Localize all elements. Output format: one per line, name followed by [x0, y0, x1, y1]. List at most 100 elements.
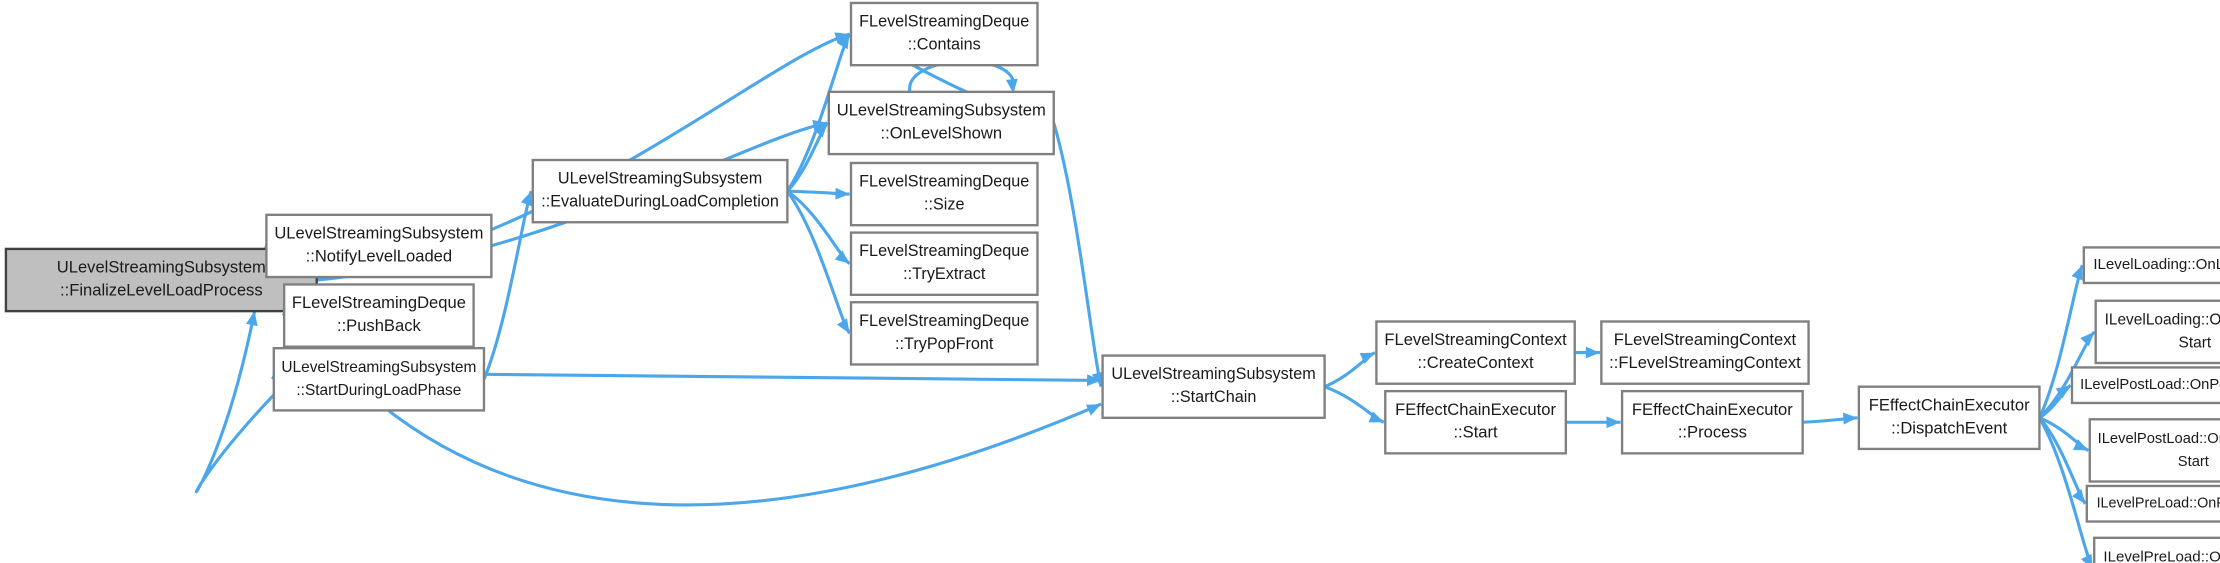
node-push-back[interactable]: FLevelStreamingDeque::PushBack	[282, 283, 475, 348]
node-box-on-loading-start[interactable]	[2094, 299, 2220, 365]
node-try-pop-front[interactable]: FLevelStreamingDeque::TryPopFront	[849, 301, 1039, 366]
edge-dispatch-event-to-on-loading-end	[2038, 264, 2084, 419]
arrow-head	[1085, 404, 1102, 416]
node-label-on-loading-end: ILevelLoading::OnLoadingEnd	[2093, 256, 2220, 273]
node-label-create-context: FLevelStreamingContext::CreateContext	[1384, 331, 1567, 373]
node-on-loading-end[interactable]: ILevelLoading::OnLoadingEnd	[2082, 246, 2220, 285]
node-on-post-load-end[interactable]: ILevelPostLoad::OnPostLoadEnd	[2070, 366, 2220, 405]
arrow-head	[2055, 385, 2071, 399]
edge-evaluate-during-load-completion-to-size	[787, 187, 850, 200]
node-label-flevelstreamingcontext-ctor: FLevelStreamingContext::FLevelStreamingC…	[1609, 331, 1801, 373]
node-box-contains[interactable]	[849, 1, 1039, 67]
node-box-finalize[interactable]	[4, 247, 318, 313]
node-label-try-pop-front: FLevelStreamingDeque::TryPopFront	[859, 312, 1029, 353]
edge-start-chain-to-create-context	[1324, 351, 1376, 389]
node-label-on-post-load-end: ILevelPostLoad::OnPostLoadEnd	[2080, 377, 2220, 393]
arrow-head	[520, 191, 533, 207]
arrow-head	[834, 250, 850, 264]
node-label-push-back: FLevelStreamingDeque::PushBack	[292, 293, 466, 335]
arrow-head	[1843, 412, 1858, 425]
edge-layer	[194, 32, 2096, 563]
node-executor-start[interactable]: FEffectChainExecutor::Start	[1384, 389, 1568, 455]
node-box-create-context[interactable]	[1375, 320, 1576, 385]
edge-dispatch-event-to-on-pre-load-end	[2038, 416, 2087, 505]
arrow-head	[1368, 411, 1384, 423]
arrow-head	[2071, 265, 2083, 281]
node-notify-level-loaded[interactable]: ULevelStreamingSubsystem::NotifyLevelLoa…	[265, 213, 493, 279]
arrow-head	[2073, 439, 2089, 451]
node-executor-process[interactable]: FEffectChainExecutor::Process	[1620, 389, 1804, 455]
node-create-context[interactable]: FLevelStreamingContext::CreateContext	[1375, 320, 1576, 385]
arrow-head	[2080, 331, 2095, 347]
node-box-on-pre-load-start[interactable]	[2093, 536, 2220, 563]
node-box-try-pop-front[interactable]	[849, 301, 1039, 366]
node-box-notify-level-loaded[interactable]	[265, 213, 493, 279]
node-dispatch-event[interactable]: FEffectChainExecutor::DispatchEvent	[1857, 385, 2041, 451]
arrow-head	[836, 318, 850, 334]
node-label-on-pre-load-end: ILevelPreLoad::OnPreLoadEnd	[2097, 496, 2220, 512]
node-finalize[interactable]: ULevelStreamingSubsystem::FinalizeLevelL…	[4, 247, 318, 313]
node-label-evaluate-during-load-completion: ULevelStreamingSubsystem::EvaluateDuring…	[541, 170, 779, 211]
node-label-start-during-load-phase: ULevelStreamingSubsystem::StartDuringLoa…	[281, 359, 476, 399]
node-box-push-back[interactable]	[282, 283, 475, 348]
node-on-pre-load-start[interactable]: ILevelPreLoad::OnPreLoadStart	[2093, 536, 2220, 563]
node-box-try-extract[interactable]	[849, 231, 1039, 297]
edge-executor-start-to-executor-process	[1565, 416, 1621, 429]
arrow-head	[1359, 352, 1375, 364]
node-start-chain[interactable]: ULevelStreamingSubsystem::StartChain	[1101, 354, 1326, 419]
edge-dispatch-event-to-on-pre-load-start	[2038, 417, 2093, 563]
edge-start-chain-to-executor-start	[1324, 385, 1385, 424]
node-box-evaluate-during-load-completion[interactable]	[531, 158, 789, 224]
node-label-notify-level-loaded: ULevelStreamingSubsystem::NotifyLevelLoa…	[274, 224, 483, 266]
node-try-extract[interactable]: FLevelStreamingDeque::TryExtract	[849, 231, 1039, 297]
edge-dispatch-event-to-on-post-load-end	[2038, 383, 2072, 420]
node-box-on-level-shown[interactable]	[827, 90, 1055, 156]
node-start-during-load-phase[interactable]: ULevelStreamingSubsystem::StartDuringLoa…	[272, 346, 486, 412]
node-contains[interactable]: FLevelStreamingDeque::Contains	[849, 1, 1039, 67]
node-layer: ULevelStreamingSubsystem::FinalizeLevelL…	[4, 1, 2220, 563]
node-label-on-loading-start: ILevelLoading::OnLoadingStart	[2105, 311, 2220, 351]
node-box-start-chain[interactable]	[1101, 354, 1326, 419]
edge-evaluate-during-load-completion-to-contains	[786, 33, 851, 192]
node-box-executor-process[interactable]	[1620, 389, 1804, 455]
edge-executor-process-to-dispatch-event	[1802, 412, 1858, 425]
node-on-pre-load-end[interactable]: ILevelPreLoad::OnPreLoadEnd	[2085, 484, 2220, 523]
node-label-executor-start: FEffectChainExecutor::Start	[1395, 400, 1556, 442]
node-label-executor-process: FEffectChainExecutor::Process	[1632, 400, 1793, 442]
node-box-start-during-load-phase[interactable]	[272, 346, 486, 412]
arrow-head	[1005, 78, 1018, 94]
edge-create-context-to-flevelstreamingcontext-ctor	[1574, 346, 1600, 359]
node-evaluate-during-load-completion[interactable]: ULevelStreamingSubsystem::EvaluateDuring…	[531, 158, 789, 224]
node-label-on-level-shown: ULevelStreamingSubsystem::OnLevelShown	[837, 101, 1046, 143]
edge-evaluate-during-load-completion-to-try-extract	[786, 189, 851, 265]
node-size[interactable]: FLevelStreamingDeque::Size	[849, 161, 1039, 227]
node-label-finalize: ULevelStreamingSubsystem::FinalizeLevelL…	[57, 258, 266, 300]
node-flevelstreamingcontext-ctor[interactable]: FLevelStreamingContext::FLevelStreamingC…	[1600, 320, 1810, 385]
node-label-dispatch-event: FEffectChainExecutor::DispatchEvent	[1869, 396, 2030, 438]
arrow-head	[246, 311, 258, 327]
arrow-head	[1606, 416, 1621, 429]
node-on-post-load-start[interactable]: ILevelPostLoad::OnPostLoadStart	[2088, 418, 2220, 483]
edge-on-level-shown-to-start-chain	[1052, 122, 1104, 388]
node-box-dispatch-event[interactable]	[1857, 385, 2041, 451]
node-box-executor-start[interactable]	[1384, 389, 1568, 455]
node-box-size[interactable]	[849, 161, 1039, 227]
arrow-head	[837, 34, 850, 50]
arrow-head	[835, 187, 850, 200]
arrow-head	[813, 122, 828, 138]
node-label-size: FLevelStreamingDeque::Size	[859, 173, 1029, 214]
edge-start-during-load-phase-to-evaluate-during-load-completion	[482, 190, 533, 380]
node-box-on-pre-load-end[interactable]	[2085, 484, 2220, 523]
node-on-level-shown[interactable]: ULevelStreamingSubsystem::OnLevelShown	[827, 90, 1055, 156]
node-box-on-post-load-end[interactable]	[2070, 366, 2220, 405]
node-on-loading-start[interactable]: ILevelLoading::OnLoadingStart	[2094, 299, 2220, 365]
arrow-head	[2081, 553, 2093, 563]
node-label-try-extract: FLevelStreamingDeque::TryExtract	[859, 243, 1029, 284]
node-box-on-loading-end[interactable]	[2082, 246, 2220, 285]
node-box-flevelstreamingcontext-ctor[interactable]	[1600, 320, 1810, 385]
node-box-on-post-load-start[interactable]	[2088, 418, 2220, 483]
node-label-on-post-load-start: ILevelPostLoad::OnPostLoadStart	[2098, 431, 2220, 470]
node-label-start-chain: ULevelStreamingSubsystem::StartChain	[1111, 365, 1315, 406]
node-label-on-pre-load-start: ILevelPreLoad::OnPreLoadStart	[2103, 548, 2220, 563]
